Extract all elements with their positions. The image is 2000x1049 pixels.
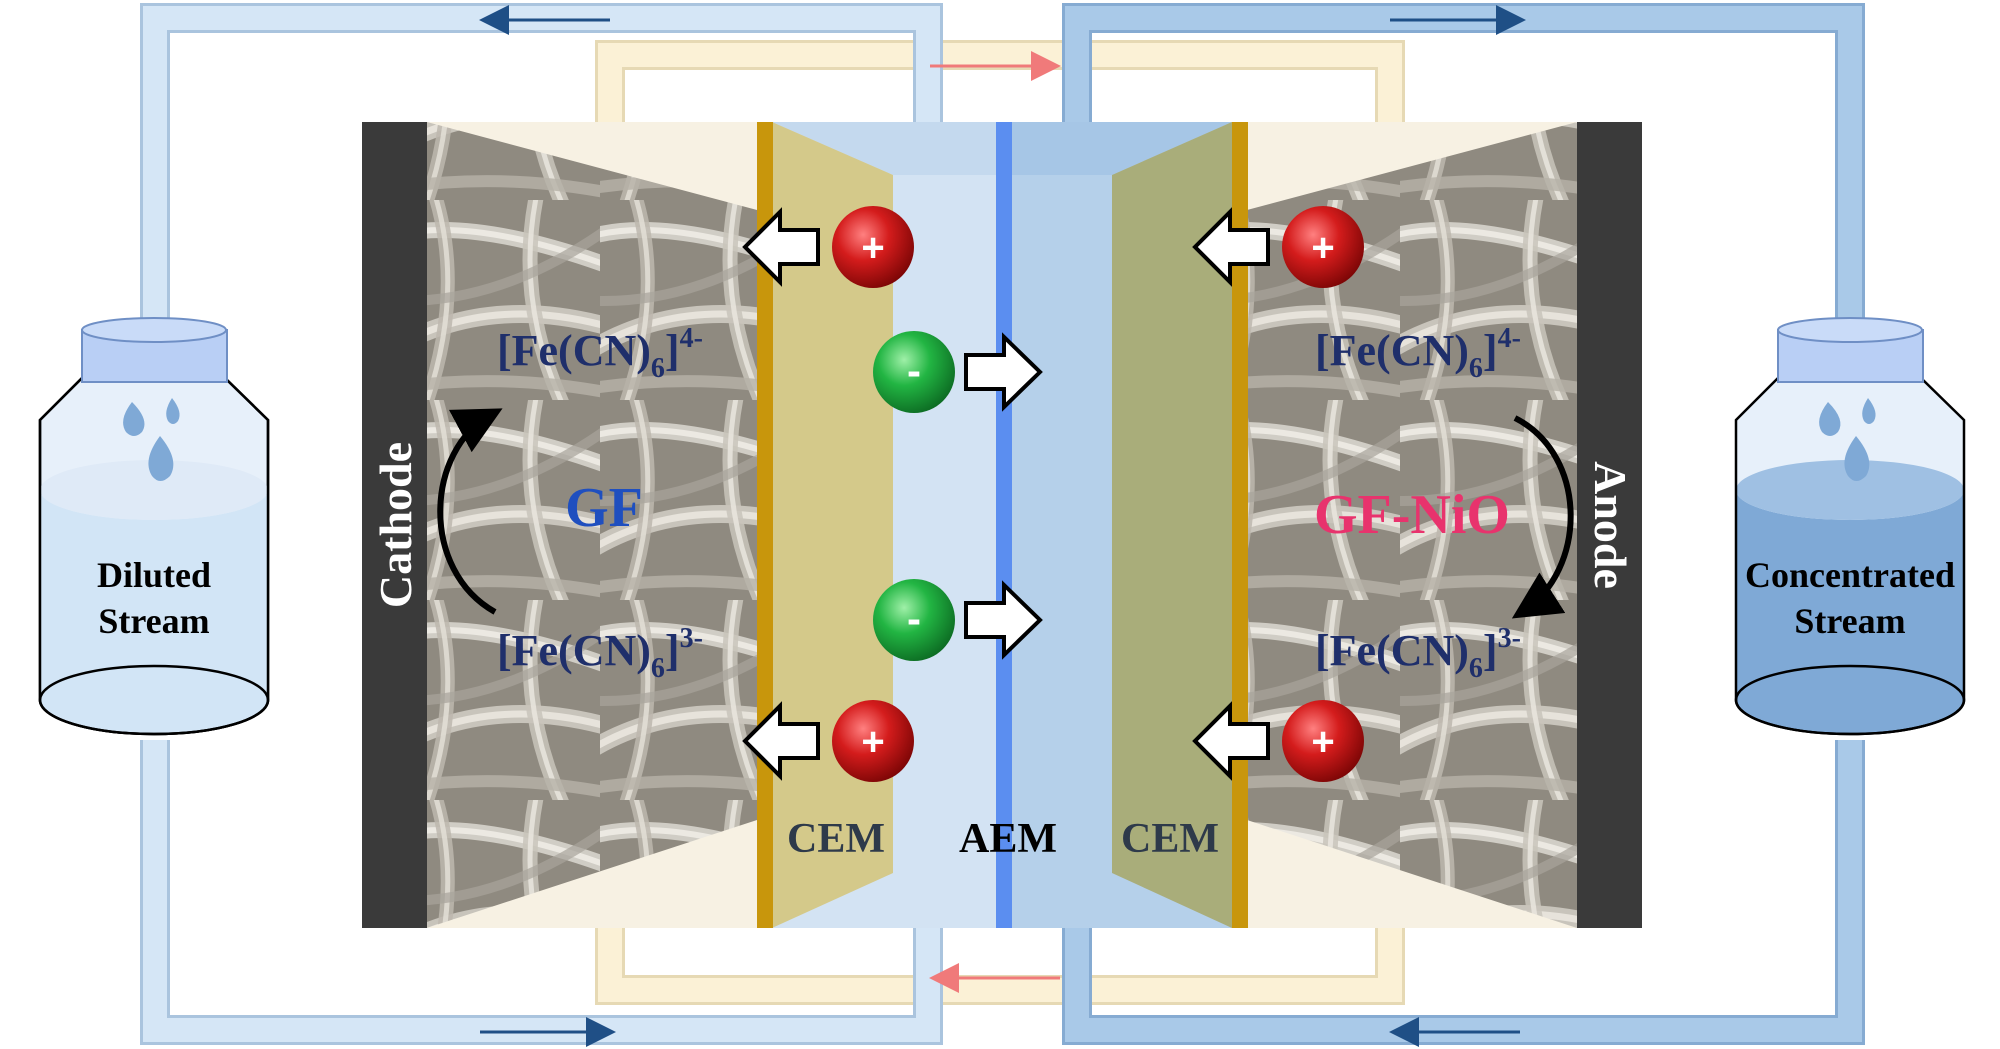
diluted-reservoir	[38, 317, 270, 736]
svg-text:-: -	[907, 347, 921, 394]
anode-redox-arrow-icon	[1511, 415, 1574, 619]
svg-text:+: +	[861, 720, 884, 764]
cation-ion: +	[1282, 206, 1364, 288]
water-drop-icon	[1844, 436, 1870, 481]
anion-migration-arrows	[964, 332, 1043, 660]
svg-text:-: -	[907, 595, 921, 642]
water-drop-icon	[1862, 398, 1876, 424]
diluted-channel-top	[772, 122, 997, 175]
gf-electrode-label: GF	[565, 477, 643, 539]
svg-text:+: +	[1311, 720, 1334, 764]
cathode-redox-arrow-icon	[437, 408, 503, 615]
hollow-arrow-left-icon	[1192, 207, 1270, 287]
electrolyte-loop	[595, 40, 1405, 1005]
svg-text:+: +	[1311, 226, 1334, 270]
water-drop-icon	[123, 402, 145, 436]
cation-migration-arrows	[742, 207, 1270, 781]
gf-nio-electrode-label: GF-NiO	[1314, 484, 1510, 546]
cathode-label: Cathode	[370, 442, 421, 608]
cem-right-label: CEM	[1121, 816, 1219, 862]
hollow-arrow-left-icon	[742, 207, 820, 287]
aem-membrane	[996, 122, 1012, 928]
gf-electrode-texture	[427, 122, 757, 928]
anode-plate	[1577, 122, 1642, 928]
concentrated-stream-label-line2: Stream	[1794, 601, 1905, 641]
hollow-arrow-right-icon	[964, 332, 1043, 412]
hollow-arrow-right-icon	[964, 580, 1043, 660]
diluted-stream-label-line1: Diluted	[97, 555, 211, 595]
hollow-arrow-left-icon	[742, 701, 820, 781]
anode-label: Anode	[1585, 461, 1636, 589]
cathode-plate	[362, 122, 427, 928]
anion-ion: -	[873, 331, 955, 413]
cem-right-face	[1112, 122, 1232, 928]
ferricyanide-anode-label: [Fe(CN)6]3-	[1315, 623, 1521, 684]
svg-text:+: +	[861, 226, 884, 270]
aem-label: AEM	[959, 816, 1057, 862]
hollow-arrow-left-icon	[1192, 701, 1270, 781]
water-drop-icon	[166, 398, 180, 424]
ferrocyanide-cathode-label: [Fe(CN)6]4-	[497, 323, 703, 384]
diluted-stream-label-line2: Stream	[98, 601, 209, 641]
cation-ion: +	[1282, 700, 1364, 782]
diluted-stream-pipe	[140, 3, 943, 1045]
water-drop-icon	[148, 436, 174, 481]
cation-ion: +	[832, 206, 914, 288]
cation-ion: +	[832, 700, 914, 782]
water-drop-icon	[1819, 402, 1841, 436]
ferricyanide-cathode-label: [Fe(CN)6]3-	[497, 623, 703, 684]
concentrated-reservoir	[1734, 317, 1966, 736]
concentrated-stream-pipe	[1062, 3, 1865, 1045]
concentrated-stream-label-line1: Concentrated	[1745, 555, 1955, 595]
cem-left-label: CEM	[787, 816, 885, 862]
concentrated-channel-top	[1007, 122, 1232, 175]
ferrocyanide-anode-label: [Fe(CN)6]4-	[1315, 323, 1521, 384]
anion-ion: -	[873, 579, 955, 661]
